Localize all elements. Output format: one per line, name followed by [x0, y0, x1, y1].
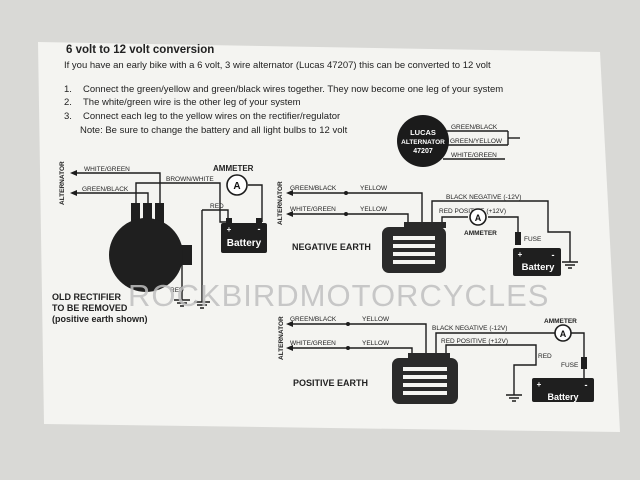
- pos-wire-yellow-2: YELLOW: [362, 340, 390, 347]
- old-ammeter-label: AMMETER: [213, 164, 254, 173]
- neg-wire-green-black: GREEN/BLACK: [290, 185, 337, 192]
- neg-wire-yellow-1: YELLOW: [360, 185, 388, 192]
- badge-line1: LUCAS: [410, 128, 436, 137]
- pos-alternator-label: ALTERNATOR: [278, 316, 285, 360]
- pos-red-positive: RED POSITIVE (+12V): [441, 338, 508, 345]
- old-arrow-green-black: [70, 190, 77, 196]
- neg-node-2: [344, 212, 348, 216]
- step-3-number: 3.: [64, 111, 72, 122]
- pos-wire-red: RED: [538, 353, 552, 360]
- pos-arrow-green-black: [286, 321, 293, 327]
- pos-regulator: [392, 358, 458, 404]
- neg-regulator-terminals: [404, 222, 446, 228]
- old-rectifier-terminal-1: [131, 203, 140, 225]
- document-note: Note: Be sure to change the battery and …: [80, 125, 348, 136]
- pos-fuse: [581, 357, 587, 369]
- pos-earth-symbol: [506, 394, 522, 402]
- old-heading-3: (positive earth shown): [52, 314, 148, 324]
- neg-alternator-label: ALTERNATOR: [277, 181, 284, 225]
- paper-sheet: [38, 42, 620, 432]
- neg-regulator: [382, 227, 446, 273]
- pos-ammeter-label: AMMETER: [544, 318, 577, 325]
- step-2-number: 2.: [64, 97, 72, 108]
- old-wire-red-lower: RED: [170, 287, 184, 294]
- pos-fuse-label: FUSE: [561, 362, 579, 369]
- neg-fuse: [515, 232, 521, 245]
- watermark: ROCKBIRDMOTORCYCLES: [128, 278, 550, 313]
- neg-regulator-fins: [393, 236, 435, 264]
- old-alternator-label: ALTERNATOR: [59, 161, 66, 205]
- old-wire-brown-white: BROWN/WHITE: [166, 176, 214, 183]
- pos-wire-yellow-1: YELLOW: [362, 316, 390, 323]
- pos-arrow-white-green: [286, 345, 293, 351]
- neg-heading: NEGATIVE EARTH: [292, 242, 371, 252]
- neg-battery-minus: -: [552, 250, 555, 260]
- pos-node-1: [346, 322, 350, 326]
- old-wire-red: RED: [210, 203, 224, 210]
- step-2-text: The white/green wire is the other leg of…: [83, 97, 301, 108]
- neg-arrow-white-green: [286, 211, 293, 217]
- old-battery-label: Battery: [227, 238, 262, 249]
- badge-wire-green-black: GREEN/BLACK: [451, 124, 498, 131]
- step-3-text: Connect each leg to the yellow wires on …: [83, 111, 341, 122]
- old-rectifier-diagram: ALTERNATOR WHITE/GREEN GREEN/BLACK BROWN…: [59, 161, 267, 309]
- old-ammeter: [226, 174, 248, 196]
- neg-ammeter: [469, 208, 487, 226]
- pos-wire-green-black: GREEN/BLACK: [290, 316, 337, 323]
- step-1-text: Connect the green/yellow and green/black…: [83, 84, 504, 95]
- neg-node-1: [344, 191, 348, 195]
- neg-ammeter-label: AMMETER: [464, 230, 497, 237]
- old-ammeter-symbol: A: [233, 181, 240, 192]
- old-rectifier-terminal-2: [143, 203, 152, 225]
- old-wire-green-black: GREEN/BLACK: [82, 186, 129, 193]
- document-title: 6 volt to 12 volt conversion: [66, 44, 215, 56]
- old-battery-terminal-pos: [226, 218, 232, 223]
- old-battery: [221, 223, 267, 253]
- badge-wire-green-yellow: GREEN/YELLOW: [450, 138, 503, 145]
- old-heading-2: TO BE REMOVED: [52, 303, 128, 313]
- old-arrow-white-green: [70, 170, 77, 176]
- neg-fuse-label: FUSE: [524, 236, 542, 243]
- neg-battery-plus: +: [518, 250, 523, 259]
- negative-earth-diagram: ALTERNATOR GREEN/BLACK WHITE/GREEN YELLO…: [277, 181, 578, 276]
- neg-battery: [513, 248, 561, 276]
- pos-node-2: [346, 346, 350, 350]
- pos-ammeter: [554, 324, 572, 342]
- old-earth-symbols: [174, 299, 210, 309]
- badge-line3: 47207: [413, 148, 433, 155]
- old-battery-plus: +: [227, 225, 232, 234]
- neg-ammeter-symbol: A: [475, 213, 482, 223]
- pos-wire-white-green: WHITE/GREEN: [290, 340, 336, 347]
- pos-battery-plus: +: [537, 380, 542, 389]
- pos-battery-label: Battery: [547, 392, 578, 402]
- neg-black-negative: BLACK NEGATIVE (-12V): [446, 194, 521, 201]
- pos-battery: [532, 378, 594, 402]
- document-intro: If you have an early bike with a 6 volt,…: [64, 60, 491, 71]
- old-rectifier-body: [109, 218, 183, 292]
- badge-wire-white-green: WHITE/GREEN: [451, 152, 497, 159]
- positive-earth-diagram: ALTERNATOR GREEN/BLACK WHITE/GREEN YELLO…: [278, 316, 594, 404]
- badge-circle: [397, 115, 449, 167]
- neg-battery-label: Battery: [522, 262, 555, 273]
- neg-wire-yellow-2: YELLOW: [360, 206, 388, 213]
- old-rectifier-terminal-3: [155, 203, 164, 225]
- neg-arrow-green-black: [286, 190, 293, 196]
- old-battery-minus: -: [258, 224, 261, 234]
- pos-ammeter-symbol: A: [560, 329, 567, 339]
- badge-line2: ALTERNATOR: [401, 139, 445, 146]
- neg-wire-white-green: WHITE/GREEN: [290, 206, 336, 213]
- pos-battery-minus: -: [585, 380, 588, 390]
- old-heading-1: OLD RECTIFIER: [52, 292, 121, 302]
- old-wire-white-green: WHITE/GREEN: [84, 166, 130, 173]
- pos-black-negative: BLACK NEGATIVE (-12V): [432, 325, 507, 332]
- neg-earth-symbol: [562, 261, 578, 269]
- step-1-number: 1.: [64, 84, 72, 95]
- pos-regulator-fins: [403, 367, 447, 395]
- old-battery-terminal-neg: [256, 218, 262, 223]
- pos-regulator-terminals: [408, 353, 450, 359]
- pos-heading: POSITIVE EARTH: [293, 378, 368, 388]
- lucas-alternator-badge: LUCAS ALTERNATOR 47207 GREEN/BLACK GREEN…: [397, 115, 520, 167]
